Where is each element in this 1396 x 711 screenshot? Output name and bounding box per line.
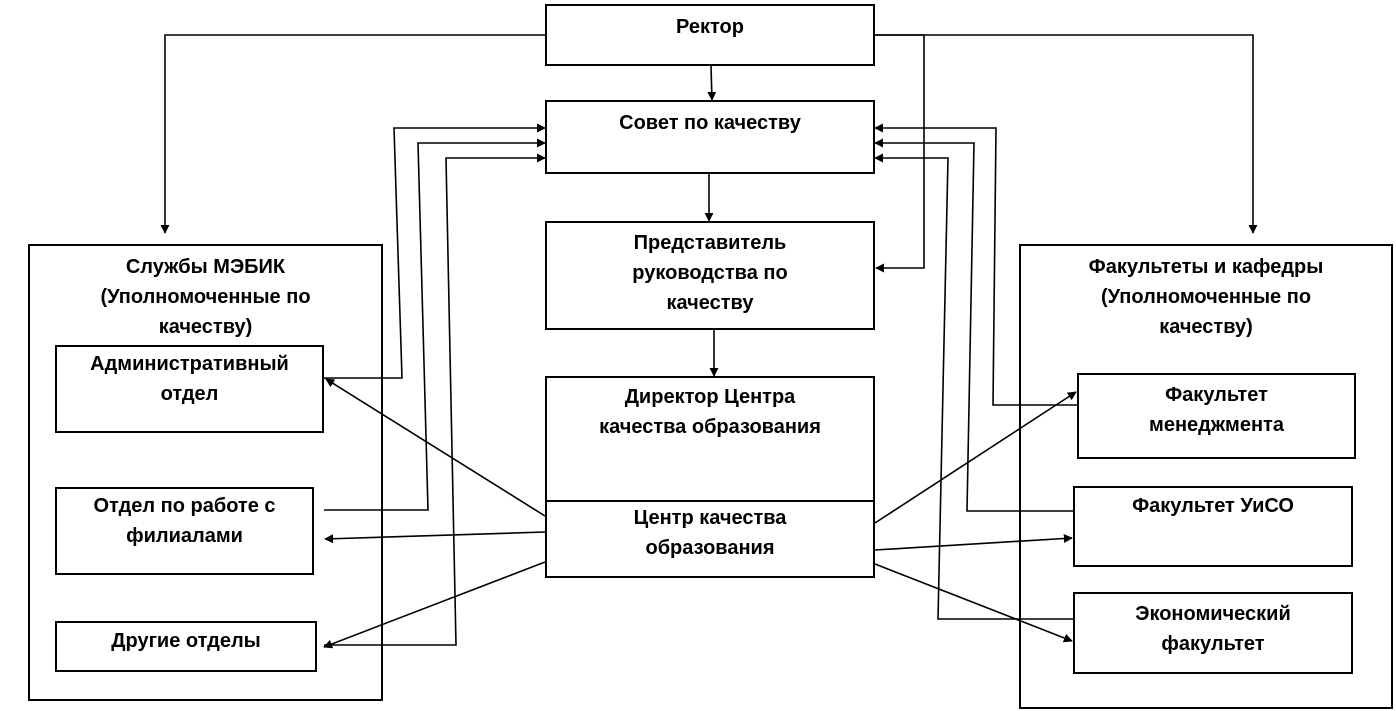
branches-dept-label: Отдел по работе с филиалами (93, 495, 276, 547)
edge-rector-faculties (875, 34, 1258, 234)
edge-rector-council (707, 65, 717, 101)
other-depts-box (55, 621, 317, 672)
edge-uiso-council (874, 138, 1073, 512)
edge-center-branches (324, 531, 546, 544)
edge-rector-representative (875, 34, 925, 273)
edge-center-uiso (874, 534, 1073, 551)
director-center-divider (545, 500, 875, 502)
faculty-management-box (1077, 373, 1356, 459)
admin-dept-label: Административный отдел (90, 353, 289, 405)
faculty-management-label: Факультет менеджмента (1149, 384, 1284, 436)
faculty-uiso-box (1073, 486, 1353, 567)
council-label: Совет по качеству (619, 112, 801, 134)
edge-center-other (323, 561, 546, 649)
faculty-uiso-label: Факультет УиСО (1132, 495, 1294, 517)
edge-center-management (874, 391, 1077, 524)
director-label: Директор Центра качества образования (599, 386, 821, 438)
faculty-economics-label: Экономический факультет (1135, 603, 1291, 655)
services-group-box (28, 244, 383, 701)
representative-box (545, 221, 875, 330)
faculty-economics-box (1073, 592, 1353, 674)
council-box (545, 100, 875, 174)
admin-dept-box (55, 345, 324, 433)
edge-center-economics (874, 563, 1073, 643)
director-center-box (545, 376, 875, 578)
faculties-group-box (1019, 244, 1393, 709)
edge-rector-services (160, 34, 545, 234)
rector-box (545, 4, 875, 66)
services-group-label: Службы МЭБИК (Уполномоченные по качеству… (100, 256, 311, 338)
edge-management-council (874, 123, 1077, 406)
center-label: Центр качества образования (633, 507, 787, 559)
edge-other-council (324, 153, 546, 646)
representative-label: Представитель руководства по качеству (632, 232, 788, 314)
edge-economics-council (874, 153, 1073, 620)
edge-center-admin (325, 378, 546, 517)
other-depts-label: Другие отделы (111, 630, 261, 652)
rector-label: Ректор (676, 16, 744, 38)
branches-dept-box (55, 487, 314, 575)
faculties-group-label: Факультеты и кафедры (Уполномоченные по … (1088, 256, 1324, 338)
edge-admin-council (324, 123, 546, 379)
edge-branches-council (324, 138, 546, 511)
